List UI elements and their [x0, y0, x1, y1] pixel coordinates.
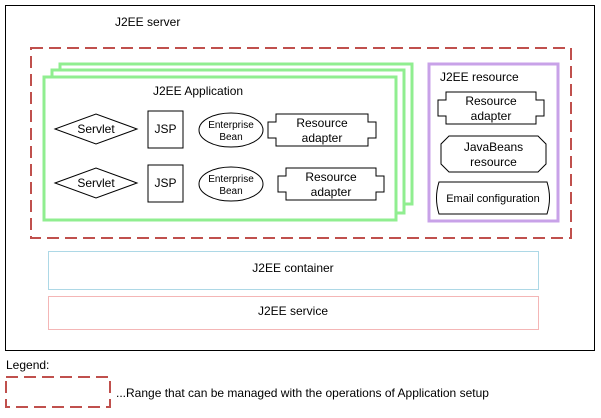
enterprise-bean-label-2b: Bean	[219, 186, 242, 197]
j2ee-service-label: J2EE service	[258, 304, 328, 318]
servlet-diamond-1	[53, 113, 139, 145]
resource-adapter-label-3a: Resource	[465, 94, 517, 108]
jsp-label-2: JSP	[154, 176, 176, 190]
legend-dashed-sample	[5, 376, 111, 408]
enterprise-bean-label-1b: Bean	[219, 132, 242, 143]
resource-adapter-label-1a: Resource	[296, 116, 348, 130]
legend-description: ...Range that can be managed with the op…	[116, 386, 489, 400]
servlet-label-1: Servlet	[77, 122, 115, 136]
resource-adapter-shape-1	[267, 113, 377, 147]
enterprise-bean-ellipse-1	[198, 112, 264, 148]
j2ee-server-title: J2EE server	[115, 15, 180, 29]
resource-adapter-shape-3	[437, 91, 545, 125]
resource-adapter-label-1b: adapter	[302, 131, 343, 145]
resource-adapter-label-3b: adapter	[471, 109, 512, 123]
jsp-label-1: JSP	[154, 122, 176, 136]
jsp-box-2	[147, 164, 184, 203]
j2ee-container-label: J2EE container	[252, 261, 333, 275]
managed-range-dashed-box	[30, 47, 572, 239]
j2ee-application-title: J2EE Application	[153, 84, 243, 98]
component-row-1: Servlet JSP Enterprise Bean Resource ada…	[53, 110, 377, 149]
resource-adapter-shape-2	[277, 167, 385, 201]
servlet-diamond-2	[53, 167, 139, 199]
servlet-label-2: Servlet	[77, 176, 115, 190]
j2ee-container-box	[48, 251, 539, 290]
legend-title: Legend:	[6, 358, 49, 372]
enterprise-bean-ellipse-2	[198, 166, 264, 202]
enterprise-bean-label-1a: Enterprise	[208, 120, 254, 131]
enterprise-bean-label-2a: Enterprise	[208, 174, 254, 185]
javabeans-resource-label-b: resource	[470, 155, 517, 169]
javabeans-resource-octagon	[440, 135, 547, 173]
resource-adapter-label-2a: Resource	[305, 170, 357, 184]
email-configuration-label: Email configuration	[446, 193, 540, 205]
component-row-2: Servlet JSP Enterprise Bean Resource ada…	[53, 164, 385, 203]
j2ee-service-box	[48, 296, 539, 330]
j2ee-resource-title: J2EE resource	[440, 70, 519, 84]
jsp-box-1	[147, 110, 184, 149]
resource-adapter-label-2b: adapter	[311, 185, 352, 199]
email-configuration-shape	[436, 181, 550, 215]
javabeans-resource-label-a: JavaBeans	[464, 140, 523, 154]
